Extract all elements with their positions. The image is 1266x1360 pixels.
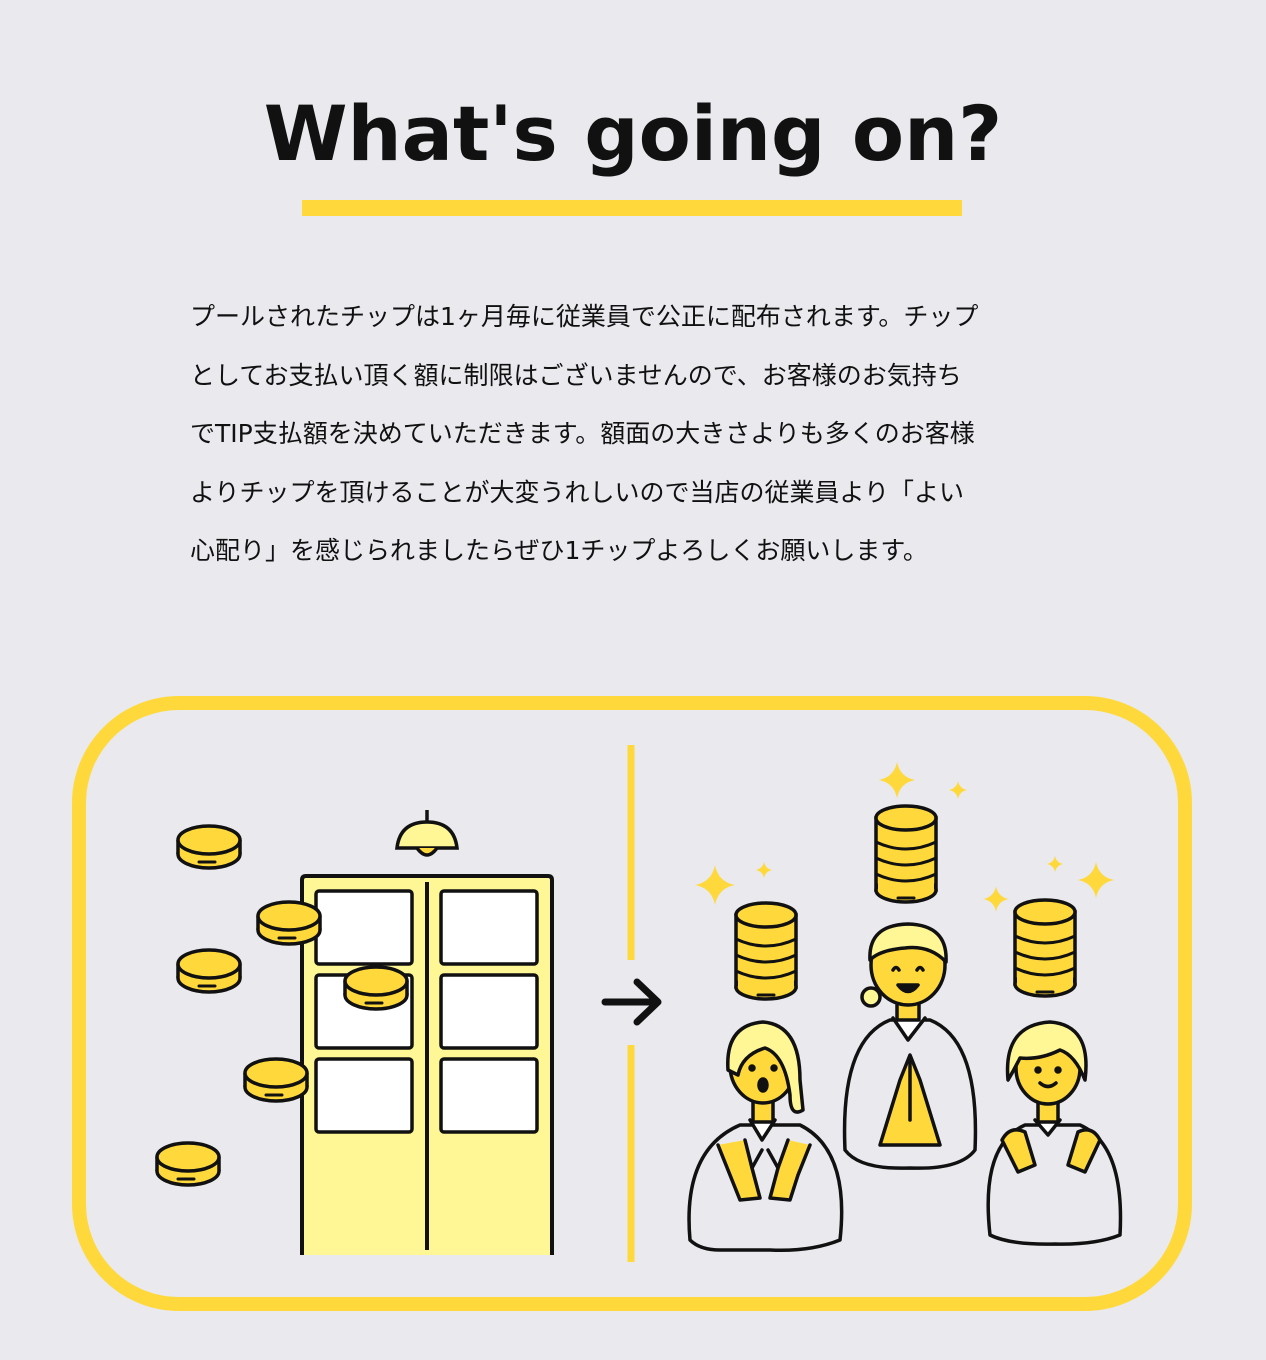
lamp-icon — [395, 810, 459, 857]
description-line: よりチップを頂けることが大変うれしいので当店の従業員より「よい — [190, 477, 965, 507]
person-cheering — [986, 1020, 1123, 1246]
coin-icon — [155, 1141, 221, 1187]
arrow-right-icon — [601, 978, 662, 1026]
coin-icon — [256, 900, 322, 946]
sparkle-icon — [949, 781, 967, 799]
description-line: 心配り」を感じられましたらぜひ1チップよろしくお願いします。 — [190, 536, 928, 565]
sparkle-icon — [755, 861, 773, 879]
sparkle-icon — [879, 762, 915, 798]
illustration-frame — [72, 696, 1192, 1311]
coin-stack-icon — [1013, 898, 1077, 998]
sparkle-icon — [983, 886, 1009, 912]
description-line: でTIP支払額を決めていただきます。額面の大きさよりも多くのお客様 — [190, 419, 975, 448]
coin-icon — [176, 824, 242, 870]
door-icon — [300, 874, 554, 1255]
person-praying — [842, 922, 978, 1170]
sparkle-icon — [1046, 855, 1064, 873]
coin-stack-icon — [734, 901, 798, 1001]
sparkle-icon — [1078, 862, 1114, 898]
description-text: プールされたチップは1ヶ月毎に従業員で公正に配布されます。チップ としてお支払い… — [190, 288, 1080, 581]
person-surprised — [687, 1020, 844, 1253]
description-line: プールされたチップは1ヶ月毎に従業員で公正に配布されます。チップ — [190, 302, 979, 331]
coin-icon — [343, 965, 409, 1011]
page-title: What's going on? — [263, 89, 1003, 178]
sparkle-icon — [695, 865, 735, 905]
title-underline — [302, 200, 962, 216]
coin-icon — [243, 1057, 309, 1103]
description-line: としてお支払い頂く額に制限はございませんので、お客様のお気持ち — [190, 360, 962, 390]
coin-stack-icon — [874, 804, 938, 904]
coin-icon — [176, 948, 242, 994]
